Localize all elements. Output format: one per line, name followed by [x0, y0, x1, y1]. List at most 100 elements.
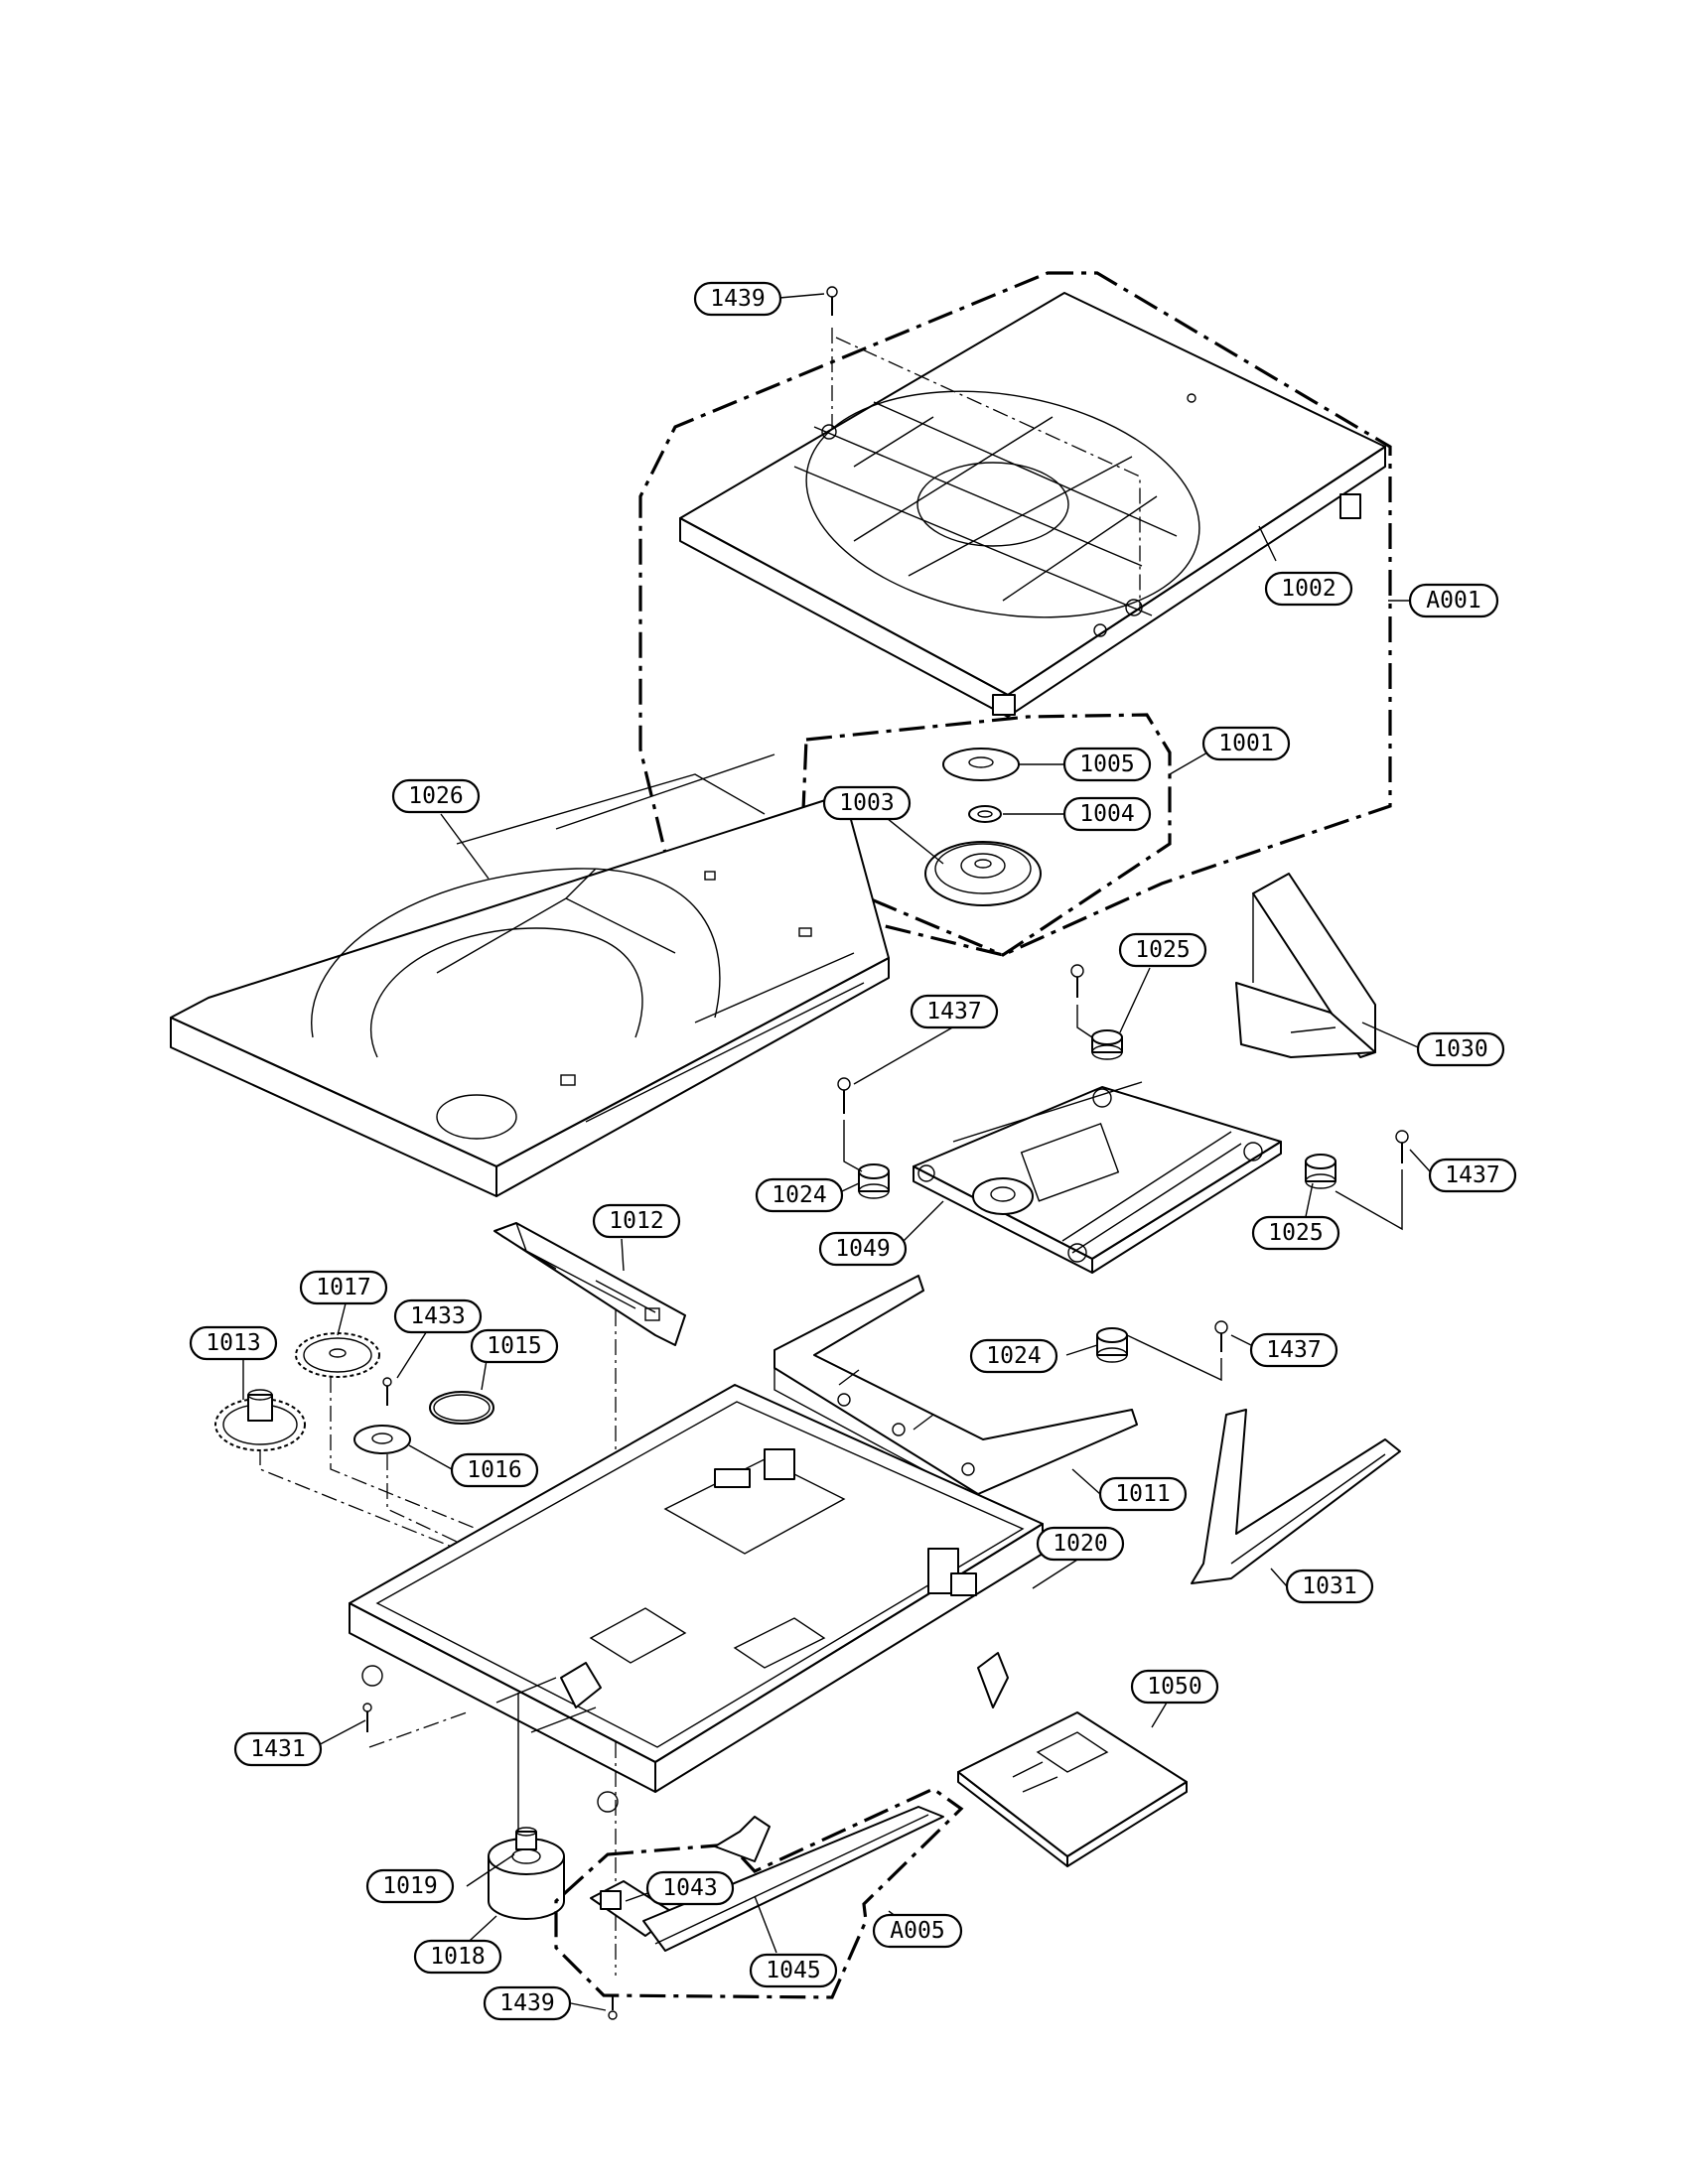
- callout-1439-bottom[interactable]: 1439: [483, 1985, 572, 2021]
- pickup-mount-leaders: [843, 1005, 1403, 1382]
- callout-1003[interactable]: 1003: [822, 785, 912, 821]
- callout-label: 1011: [1115, 1481, 1170, 1507]
- loading-frame-1011: [774, 1275, 1138, 1501]
- callout-label: 1024: [772, 1182, 826, 1208]
- screw-1437-a: [1070, 964, 1084, 998]
- screw-1437-d: [1214, 1320, 1228, 1352]
- callout-label: 1024: [986, 1343, 1041, 1369]
- callout-1026[interactable]: 1026: [391, 778, 481, 814]
- callout-A005[interactable]: A005: [872, 1913, 963, 1949]
- callout-1439-top[interactable]: 1439: [693, 281, 782, 317]
- callout-label: 1030: [1433, 1036, 1487, 1062]
- callout-1024-a[interactable]: 1024: [755, 1177, 844, 1213]
- callout-1024-b[interactable]: 1024: [969, 1338, 1058, 1374]
- callout-label: 1017: [316, 1275, 370, 1300]
- callout-label: 1025: [1268, 1220, 1323, 1246]
- callout-label: 1013: [206, 1330, 260, 1356]
- callout-1043[interactable]: 1043: [645, 1870, 735, 1906]
- optical-pickup-1049: [913, 1081, 1282, 1274]
- assembly-boundary-1001: [800, 713, 1172, 957]
- callout-label: 1439: [499, 1990, 554, 2016]
- callout-1045[interactable]: 1045: [749, 1953, 838, 1988]
- callout-1431[interactable]: 1431: [233, 1731, 323, 1767]
- callout-1016[interactable]: 1016: [450, 1452, 539, 1488]
- pcb-1050: [957, 1711, 1188, 1867]
- callout-1019[interactable]: 1019: [365, 1868, 455, 1904]
- callout-label: A001: [1426, 588, 1480, 614]
- damper-1024-left: [858, 1163, 890, 1199]
- callout-1437-a[interactable]: 1437: [910, 994, 999, 1029]
- callout-label: 1018: [430, 1944, 485, 1970]
- flex-cable-1030: [1235, 873, 1376, 1058]
- callout-label: 1437: [1445, 1162, 1499, 1188]
- callout-label: 1015: [487, 1333, 541, 1359]
- callout-label: 1001: [1218, 731, 1273, 756]
- callout-label: 1002: [1281, 576, 1336, 602]
- damper-1025-right: [1305, 1154, 1336, 1189]
- callout-A001[interactable]: A001: [1408, 583, 1499, 618]
- flex-1045: [642, 1806, 944, 1952]
- callout-1004[interactable]: 1004: [1062, 796, 1152, 832]
- callout-label: 1433: [410, 1303, 465, 1329]
- callout-label: 1026: [408, 783, 463, 809]
- callout-1433[interactable]: 1433: [393, 1298, 483, 1334]
- callout-label: 1016: [467, 1457, 521, 1483]
- callout-label: 1012: [609, 1208, 663, 1234]
- leader-screw-to-cover: [831, 328, 1141, 608]
- screw-1433: [382, 1377, 392, 1406]
- screw-1439-top: [826, 286, 838, 316]
- callout-label: 1019: [382, 1873, 437, 1899]
- callout-label: A005: [890, 1918, 944, 1944]
- screw-1431: [362, 1703, 372, 1732]
- callout-label: 1003: [839, 790, 894, 816]
- callout-1025-b[interactable]: 1025: [1251, 1215, 1340, 1251]
- callout-label: 1025: [1135, 937, 1190, 963]
- assembly-boundary-a005: [554, 1787, 964, 1999]
- assembly-boundary-a001: [638, 271, 1392, 957]
- damper-1025-top: [1091, 1029, 1123, 1060]
- callout-1001[interactable]: 1001: [1201, 726, 1291, 761]
- callout-label: 1050: [1147, 1674, 1201, 1700]
- callout-1012[interactable]: 1012: [592, 1203, 681, 1239]
- callout-1015[interactable]: 1015: [470, 1328, 559, 1364]
- damper-1024-lower: [1096, 1327, 1128, 1363]
- callout-1050[interactable]: 1050: [1130, 1669, 1219, 1705]
- callout-1437-b[interactable]: 1437: [1428, 1158, 1517, 1193]
- callout-1049[interactable]: 1049: [818, 1231, 908, 1267]
- callout-label: 1437: [926, 999, 981, 1024]
- turntable-1003: [924, 841, 1042, 906]
- callout-label: 1031: [1302, 1573, 1356, 1599]
- callout-1005[interactable]: 1005: [1062, 747, 1152, 782]
- washer-1004: [968, 805, 1002, 823]
- gear-1017: [295, 1332, 380, 1378]
- screw-1437-b: [837, 1077, 851, 1114]
- callout-1020[interactable]: 1020: [1036, 1526, 1125, 1562]
- callout-1011[interactable]: 1011: [1098, 1476, 1188, 1512]
- callout-label: 1049: [835, 1236, 890, 1262]
- gear-shaft-leaders: [259, 1377, 478, 1638]
- callout-1018[interactable]: 1018: [413, 1939, 502, 1975]
- callout-1030[interactable]: 1030: [1416, 1031, 1505, 1067]
- screw-1437-c: [1395, 1130, 1409, 1163]
- callout-1013[interactable]: 1013: [189, 1325, 278, 1361]
- callout-1025-a[interactable]: 1025: [1118, 932, 1207, 968]
- callout-1437-c[interactable]: 1437: [1249, 1332, 1338, 1368]
- top-cover-1002: [679, 292, 1386, 718]
- flex-cable-1031: [1191, 1409, 1401, 1584]
- gear-1013: [214, 1389, 306, 1451]
- pulley-1019: [515, 1827, 537, 1850]
- callout-1017[interactable]: 1017: [299, 1270, 388, 1305]
- disc-tray-1026: [170, 753, 890, 1197]
- screw-1439-bottom: [608, 1995, 618, 2020]
- slide-cam-1012: [493, 1222, 686, 1346]
- callout-label: 1020: [1053, 1531, 1107, 1557]
- pulley-1016: [353, 1425, 411, 1454]
- callout-1002[interactable]: 1002: [1264, 571, 1353, 607]
- belt-1015: [429, 1391, 494, 1425]
- callout-label: 1004: [1079, 801, 1134, 827]
- callout-1031[interactable]: 1031: [1285, 1569, 1374, 1604]
- leader-1431: [368, 1711, 468, 1748]
- callout-label: 1439: [710, 286, 765, 312]
